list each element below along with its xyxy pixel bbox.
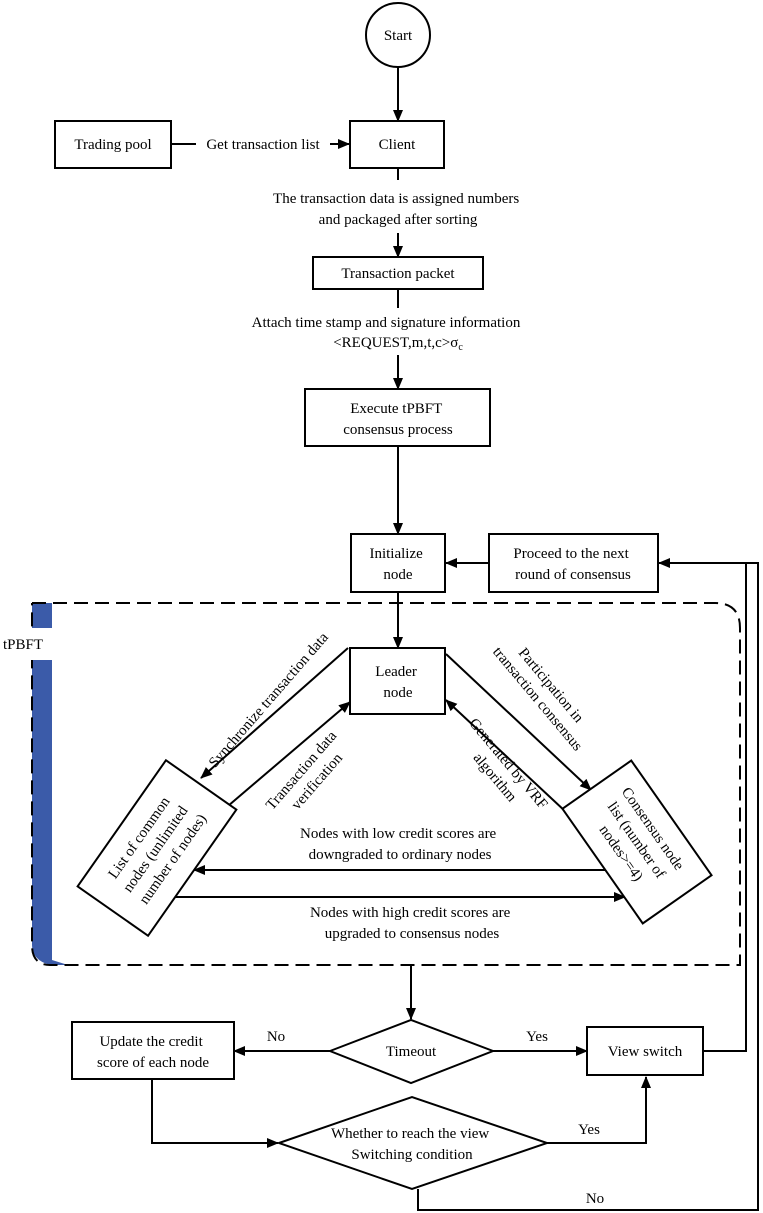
consensus-nodes-box (561, 759, 713, 925)
arrow-consensus-to-leader (445, 699, 567, 813)
reach-view-label: Whether to reach the view Switching cond… (331, 1126, 493, 1163)
transaction-packet-box (312, 256, 484, 290)
tpbft-label: tPBFT (3, 637, 43, 653)
view-switch-label: View switch (608, 1044, 683, 1060)
transaction-packet-label: Transaction packet (341, 266, 455, 282)
tpbft-region-accent (32, 603, 68, 965)
client-label: Client (379, 137, 416, 153)
shapes (54, 2, 713, 1191)
assign-label: The transaction data is assigned numbers… (273, 191, 523, 228)
reach-no-label: No (586, 1191, 604, 1207)
arrow-common-to-leader (227, 701, 351, 807)
update-credit-box (71, 1021, 235, 1080)
reach-view-diamond (275, 1095, 551, 1191)
arrow-leader-to-consensus (445, 653, 592, 791)
leader-label: Leader node (375, 664, 420, 701)
upgrade-label: Nodes with high credit scores are upgrad… (310, 905, 514, 942)
view-switch-box (586, 1026, 704, 1076)
arrow-leader-to-common (200, 647, 349, 779)
next-round-label: Proceed to the next round of consensus (513, 546, 632, 583)
request-label: <REQUEST,m,t,c>σc (333, 335, 463, 353)
client-box (349, 120, 445, 169)
tpbft-region: tPBFT (0, 602, 741, 966)
next-round-box (488, 533, 659, 593)
arrow-reach-no (417, 562, 759, 1211)
update-credit-label: Update the credit score of each node (97, 1034, 209, 1071)
arrow-viewswitch-loop (658, 558, 747, 1052)
initialize-label: Initialize node (369, 546, 426, 583)
connectors (151, 66, 759, 1211)
execute-label: Execute tPBFT consensus process (343, 401, 453, 438)
leader-box (349, 647, 446, 715)
participate-label: Participation in transaction consensus (489, 632, 600, 755)
tpbft-region-border (31, 602, 741, 966)
arrow-update-to-reach (151, 1079, 279, 1148)
execute-box (304, 388, 491, 447)
timeout-no-label: No (267, 1029, 285, 1045)
verify-label: Transaction data verification (263, 725, 357, 826)
reach-yes-label: Yes (578, 1122, 600, 1138)
initialize-box (350, 533, 446, 593)
downgrade-label: Nodes with low credit scores are downgra… (300, 826, 500, 863)
arrow-reach-yes (547, 1076, 651, 1144)
get-transaction-list-label: Get transaction list (206, 137, 320, 153)
timeout-diamond (327, 1018, 496, 1085)
trading-pool-box (54, 120, 172, 169)
vrf-label: Generated by VRF algorithm (451, 716, 553, 828)
timeout-label: Timeout (386, 1044, 437, 1060)
common-nodes-box (76, 758, 238, 938)
start-label: Start (384, 28, 413, 44)
trading-pool-label: Trading pool (74, 137, 151, 153)
timeout-yes-label: Yes (526, 1029, 548, 1045)
start-node (365, 2, 431, 68)
attach-label: Attach time stamp and signature informat… (252, 315, 521, 331)
